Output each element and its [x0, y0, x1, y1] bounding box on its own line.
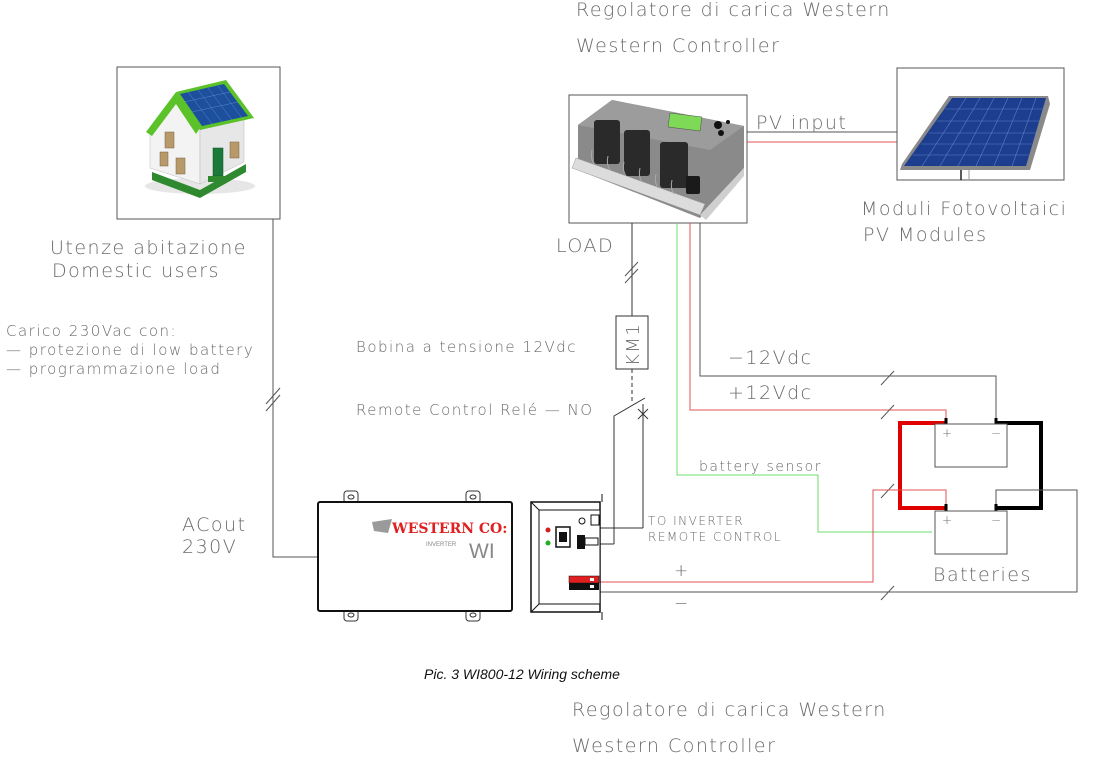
- battery-negative-bus: [996, 421, 1043, 510]
- ac-out-wire-marker: [265, 387, 281, 412]
- header-line2: Western Controller: [576, 35, 780, 57]
- inverter-negative-cable: [600, 489, 1078, 593]
- batteries-label: Batteries: [933, 564, 1032, 586]
- charge-controller: [568, 94, 748, 224]
- negative-12v-wire: [699, 223, 997, 418]
- positive-12v-wire: [689, 223, 947, 418]
- inverter-side-panel: [530, 494, 603, 620]
- battery-sensor-wire: [676, 223, 932, 533]
- inverter-model-prefix: INVERTER: [426, 542, 457, 548]
- inverter-brand: WESTERN CO:: [391, 521, 507, 537]
- battery-1-positive: +: [942, 426, 954, 440]
- led-red: [545, 527, 551, 533]
- acout-line1: ACout: [182, 514, 247, 536]
- figure-caption: Pic. 3 WI800-12 Wiring scheme: [424, 666, 620, 682]
- coil-label: Bobina a tensione 12Vdc: [356, 338, 577, 356]
- footer-line2: Western Controller: [572, 735, 776, 757]
- screw-icon: [578, 517, 586, 525]
- km1-coil-label: KM1: [623, 323, 644, 366]
- inverter: WESTERN CO: INVERTER WI: [317, 490, 513, 622]
- negative-terminal: [569, 583, 599, 590]
- pv-modules-line1: Moduli Fotovoltaici: [861, 198, 1067, 220]
- plus-label: +: [674, 561, 690, 581]
- ac-out-wire: [272, 219, 318, 558]
- inverter-positive-cable: [600, 489, 947, 583]
- load-item-programming: — programmazione load: [6, 360, 221, 378]
- positive-terminal: [568, 575, 600, 584]
- domestic-line2: Domestic users: [52, 260, 220, 282]
- header-line1: Regolatore di carica Western: [576, 0, 891, 21]
- relay-contact-label: Remote Control Relé — NO: [356, 401, 594, 419]
- battery-2-positive: +: [942, 513, 954, 527]
- remote-control-line1: TO INVERTER: [648, 514, 744, 528]
- battery-sensor-label: battery sensor: [699, 459, 822, 475]
- load-wire-marker: [624, 261, 639, 284]
- house-icon: [145, 80, 255, 198]
- pv-modules-line2: PV Modules: [863, 224, 987, 246]
- load-title: Carico 230Vac con:: [6, 322, 177, 340]
- remote-connector: [577, 535, 585, 549]
- battery-positive-bus: [898, 421, 946, 510]
- relay-contact-no: [598, 397, 649, 545]
- battery-1-negative: −: [991, 426, 1003, 440]
- load-label: LOAD: [556, 235, 614, 257]
- km1-coil: KM1: [615, 315, 649, 370]
- led-green: [545, 540, 551, 546]
- wire-markers: [880, 370, 895, 601]
- pv-input-label: PV input: [756, 112, 847, 134]
- charge-controller-icon: [571, 100, 744, 220]
- footer-line1: Regolatore di carica Western: [572, 699, 887, 721]
- load-item-low-battery: — protezione di low battery: [6, 341, 254, 359]
- battery-2: [934, 510, 1008, 555]
- minus-label: −: [674, 594, 690, 614]
- batteries-group: + − + − Batteries: [898, 418, 1043, 586]
- remote-control-line2: REMOTE CONTROL: [648, 530, 782, 544]
- house-box: [116, 66, 281, 220]
- inverter-model: WI: [469, 540, 495, 563]
- domestic-line1: Utenze abitazione: [50, 237, 247, 259]
- pv-module-box: [896, 67, 1065, 181]
- pos-12v-label: +12Vdc: [728, 382, 813, 404]
- battery-2-negative: −: [991, 513, 1003, 527]
- solar-panel-icon: [900, 96, 1050, 180]
- battery-1: [934, 423, 1008, 468]
- western-co-logo: WESTERN CO:: [372, 519, 507, 537]
- acout-line2: 230V: [182, 536, 237, 558]
- neg-12v-label: −12Vdc: [728, 347, 813, 369]
